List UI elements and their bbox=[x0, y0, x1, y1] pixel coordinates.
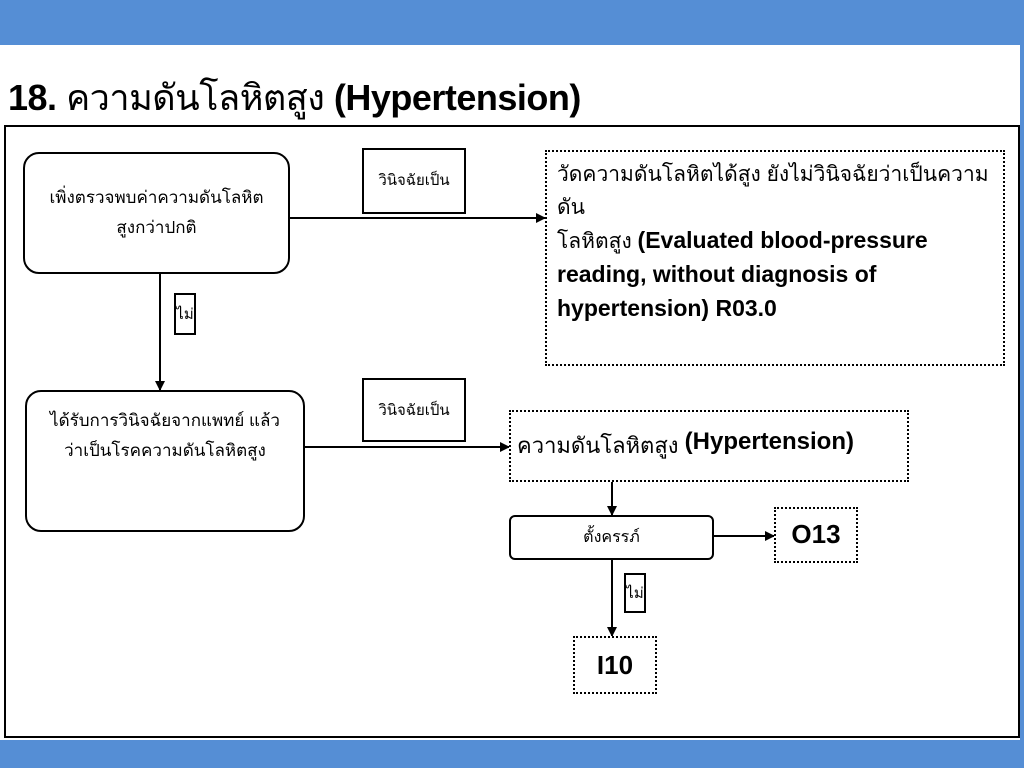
edge-label-diagnosed-as-1: วินิจฉัยเป็น bbox=[362, 148, 466, 214]
node-code-i10: I10 bbox=[573, 636, 657, 694]
node-diagnosed-line2: ว่าเป็นโรคความดันโลหิตสูง bbox=[64, 441, 266, 460]
node-diagnosed: ได้รับการวินิจฉัยจากแพทย์ แล้ว ว่าเป็นโร… bbox=[25, 390, 305, 532]
hypertension-thai: ความดันโลหิตสูง bbox=[517, 433, 679, 458]
edge-label-no-1: ไม่ bbox=[174, 293, 196, 335]
elevated-english: (Evaluated blood-pressure reading, witho… bbox=[557, 227, 928, 321]
edge-label-no-2: ไม่ bbox=[624, 573, 646, 613]
node-newly-detected-line1: เพิ่งตรวจพบค่าความดันโลหิต bbox=[49, 188, 264, 207]
node-newly-detected-line2: สูงกว่าปกติ bbox=[116, 218, 197, 237]
node-newly-detected: เพิ่งตรวจพบค่าความดันโลหิต สูงกว่าปกติ bbox=[23, 152, 290, 274]
page-title: 18. ความดันโลหิตสูง (Hypertension) bbox=[8, 76, 581, 120]
node-diagnosed-line1: ได้รับการวินิจฉัยจากแพทย์ แล้ว bbox=[50, 411, 280, 430]
title-english: (Hypertension) bbox=[333, 77, 582, 118]
node-pregnant: ตั้งครรภ์ bbox=[509, 515, 714, 560]
hypertension-english: (Hypertension) bbox=[684, 428, 854, 455]
right-edge-band bbox=[1020, 45, 1024, 740]
title-number: 18. bbox=[8, 77, 57, 118]
diagram-frame bbox=[4, 125, 1020, 738]
node-elevated-reading: วัดความดันโลหิตได้สูง ยังไม่วินิจฉัยว่าเ… bbox=[545, 150, 1005, 366]
node-code-o13: O13 bbox=[774, 507, 858, 563]
node-pregnant-label: ตั้งครรภ์ bbox=[583, 528, 640, 546]
elevated-thai-line2: โลหิตสูง bbox=[557, 230, 632, 253]
node-hypertension: ความดันโลหิตสูง (Hypertension) bbox=[509, 410, 909, 482]
elevated-thai-line1: วัดความดันโลหิตได้สูง ยังไม่วินิจฉัยว่าเ… bbox=[557, 163, 989, 219]
top-band bbox=[0, 0, 1024, 45]
title-thai: ความดันโลหิตสูง bbox=[66, 77, 325, 118]
edge-label-diagnosed-as-2: วินิจฉัยเป็น bbox=[362, 378, 466, 442]
bottom-band bbox=[0, 740, 1024, 768]
